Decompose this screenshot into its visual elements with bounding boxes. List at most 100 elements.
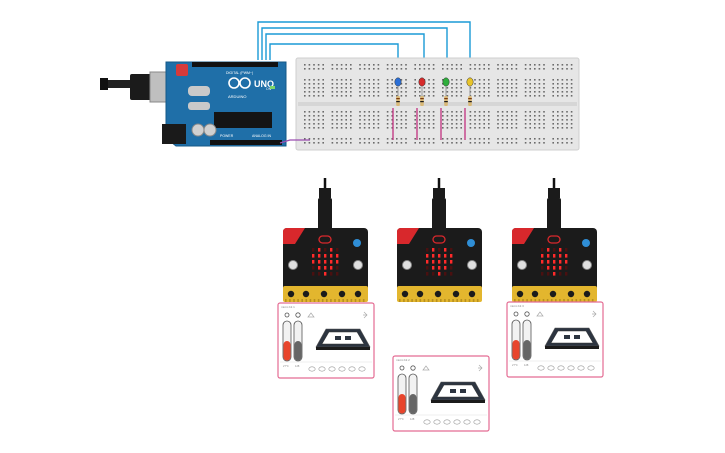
shake-icon[interactable] [478, 364, 483, 372]
pin-4[interactable] [468, 290, 476, 298]
pin-0[interactable] [516, 290, 524, 298]
gesture-button-6[interactable] [587, 365, 595, 371]
gesture-button-6[interactable] [473, 419, 481, 425]
gesture-button-5[interactable] [577, 365, 585, 371]
button-b[interactable] [582, 260, 592, 270]
microbit-1[interactable]: micro:bit 1 [283, 178, 368, 302]
temperature-value: 27°C [283, 364, 289, 368]
usb-plug [548, 188, 560, 198]
gesture-button-1[interactable] [308, 366, 316, 372]
resistor-2[interactable] [420, 87, 424, 106]
pin-4[interactable] [354, 290, 362, 298]
compass-icon [307, 312, 315, 318]
resistor-4[interactable] [468, 87, 472, 106]
microbit-board [397, 228, 482, 302]
touch-logo-icon[interactable] [547, 235, 561, 244]
button-a[interactable] [517, 260, 527, 270]
resistor-1[interactable] [396, 87, 400, 106]
button-b[interactable] [467, 260, 477, 270]
button-a[interactable] [402, 260, 412, 270]
shake-icon[interactable] [363, 311, 368, 319]
microbit-3[interactable]: micro:bit 3 [512, 178, 597, 302]
gesture-buttons[interactable] [509, 360, 601, 371]
panel-title: micro:bit 3 [510, 304, 524, 308]
led-2[interactable] [416, 77, 426, 140]
pin-1[interactable] [416, 290, 424, 298]
analog-header [210, 140, 282, 145]
led-components[interactable] [392, 77, 474, 140]
led-body[interactable] [442, 77, 450, 87]
touch-logo-icon[interactable] [432, 235, 446, 244]
touch-logo-icon[interactable] [318, 235, 332, 244]
gesture-button-1[interactable] [423, 419, 431, 425]
arduino-maker-label: ARDUINO [228, 94, 246, 99]
pin-2[interactable] [549, 290, 557, 298]
shake-icon[interactable] [592, 310, 597, 318]
usb-cable [108, 80, 130, 88]
temperature-icon [284, 312, 290, 318]
tilt-preview[interactable] [544, 327, 600, 349]
led-3[interactable] [440, 77, 450, 140]
pin-4[interactable] [583, 290, 591, 298]
gesture-button-4[interactable] [567, 365, 575, 371]
gesture-button-2[interactable] [318, 366, 326, 372]
tilt-preview[interactable] [315, 328, 371, 350]
gesture-buttons[interactable] [395, 414, 487, 425]
light-slider[interactable] [293, 320, 303, 362]
pin-3[interactable] [567, 290, 575, 298]
gesture-button-5[interactable] [348, 366, 356, 372]
temperature-slider[interactable] [511, 319, 521, 361]
gesture-button-4[interactable] [453, 419, 461, 425]
pin-1[interactable] [302, 290, 310, 298]
light-slider[interactable] [408, 373, 418, 415]
crystal [188, 86, 210, 96]
gesture-button-5[interactable] [463, 419, 471, 425]
temperature-slider[interactable] [282, 320, 292, 362]
breadboard-holes [304, 64, 573, 144]
pin-0[interactable] [287, 290, 295, 298]
resistor-3[interactable] [444, 87, 448, 106]
tilt-preview[interactable] [430, 381, 486, 403]
button-b[interactable] [353, 260, 363, 270]
pin-2[interactable] [320, 290, 328, 298]
pin-1[interactable] [531, 290, 539, 298]
gesture-button-6[interactable] [358, 366, 366, 372]
gesture-buttons[interactable] [280, 361, 372, 372]
gesture-button-4[interactable] [338, 366, 346, 372]
edge-connector[interactable] [512, 286, 597, 302]
usb-plug-tip [100, 78, 108, 90]
gesture-button-1[interactable] [537, 365, 545, 371]
reset-button[interactable] [176, 64, 188, 76]
light-slider[interactable] [522, 319, 532, 361]
arduino-uno[interactable]: UNO ARDUINO DIGITAL (PWM~) ANALOG IN POW… [100, 61, 287, 147]
breadboard[interactable] [295, 57, 580, 151]
gesture-button-3[interactable] [443, 419, 451, 425]
edge-connector[interactable] [397, 286, 482, 302]
led-matrix [426, 248, 453, 276]
led-body[interactable] [418, 77, 426, 87]
led-body[interactable] [394, 77, 402, 87]
microbit-2[interactable]: micro:bit 2 [397, 178, 482, 302]
edge-connector[interactable] [283, 286, 368, 302]
led-body[interactable] [466, 77, 474, 87]
pin-0[interactable] [401, 290, 409, 298]
atmega-chip [214, 112, 272, 128]
gesture-button-3[interactable] [557, 365, 565, 371]
gesture-button-2[interactable] [547, 365, 555, 371]
led-4[interactable] [464, 77, 474, 140]
pin-3[interactable] [452, 290, 460, 298]
led-1[interactable] [392, 77, 402, 140]
microbits[interactable]: micro:bit 1 micro:bit 2 micro:bit 3 [283, 178, 597, 302]
gesture-button-2[interactable] [433, 419, 441, 425]
ground-wire[interactable] [279, 139, 310, 144]
gesture-button-3[interactable] [328, 366, 336, 372]
usb-plug [433, 188, 445, 198]
pin-3[interactable] [338, 290, 346, 298]
pin-2[interactable] [434, 290, 442, 298]
temperature-slider[interactable] [397, 373, 407, 415]
button-a[interactable] [288, 260, 298, 270]
